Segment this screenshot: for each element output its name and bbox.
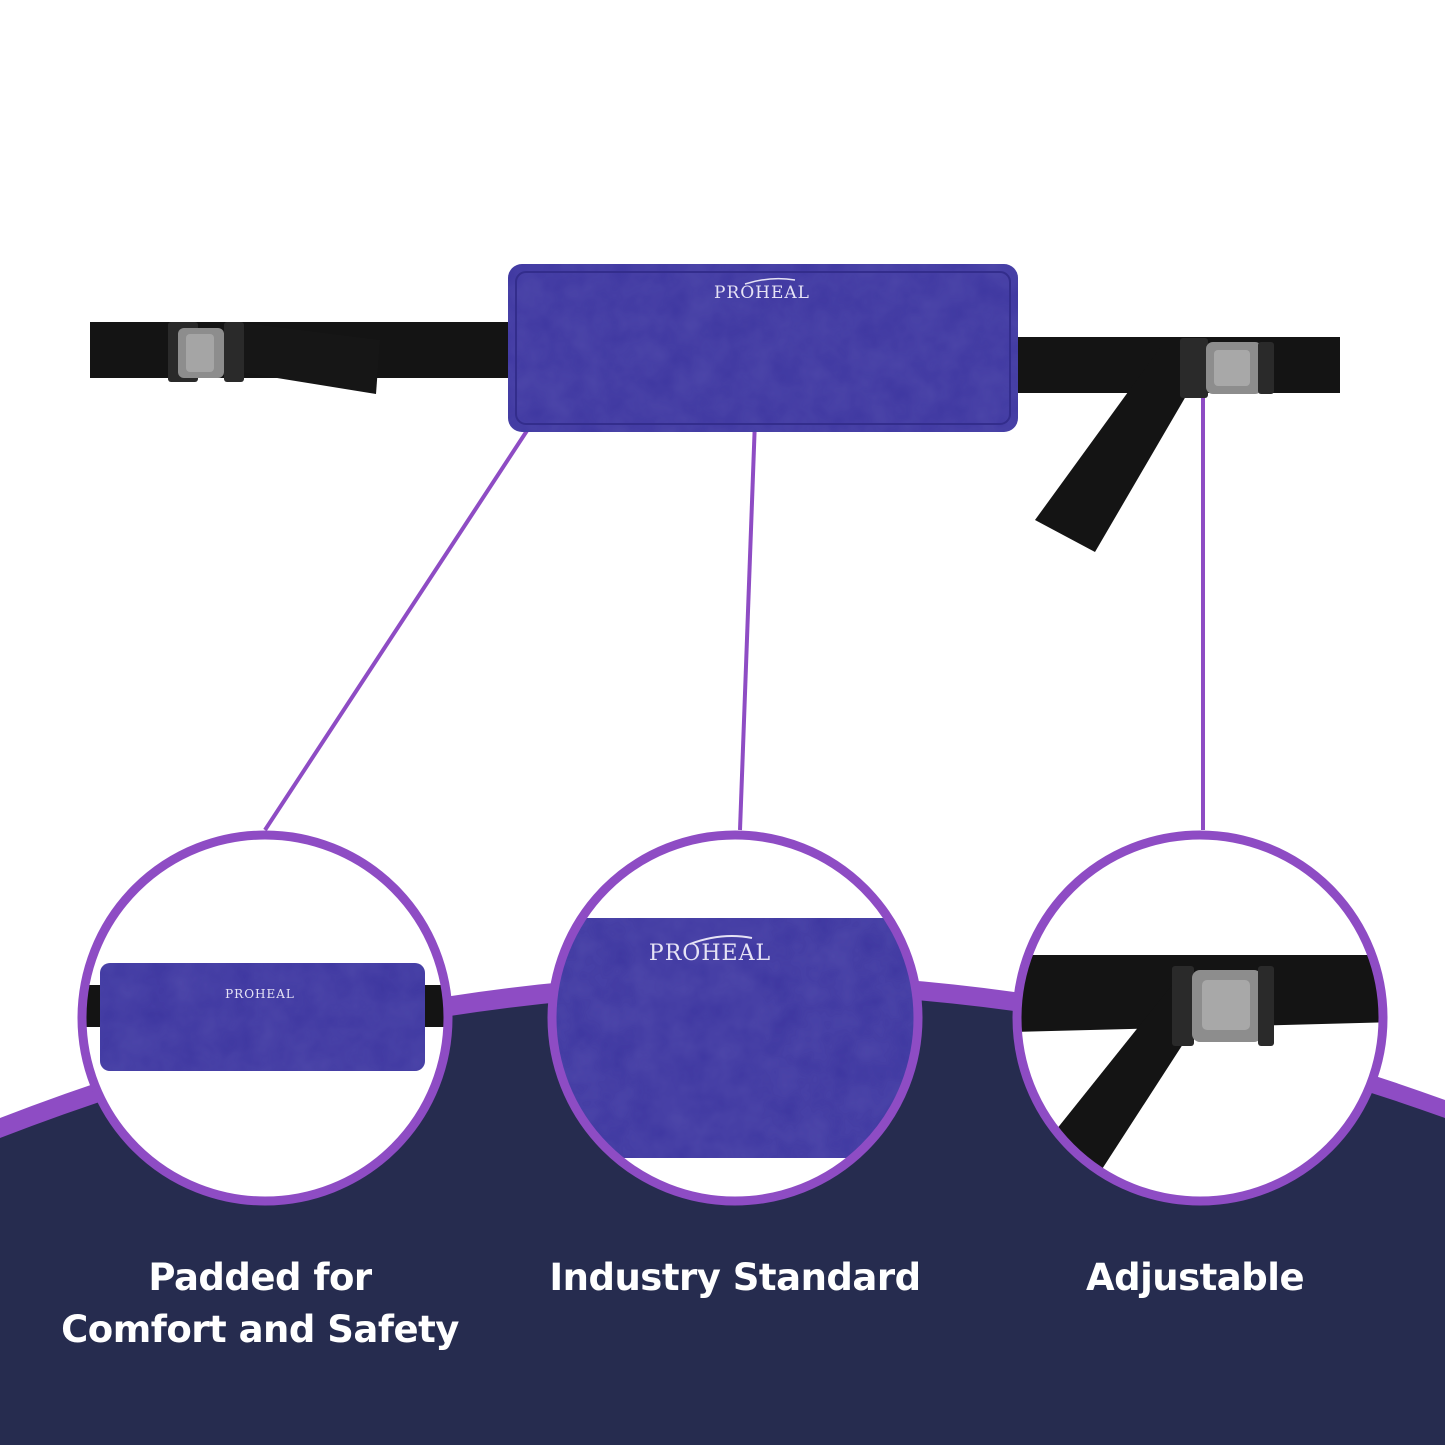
- feature-label-standard: Industry Standard: [515, 1252, 955, 1304]
- detail-padded: PROHEAL: [82, 835, 448, 1201]
- feature-label-adjustable: Adjustable: [995, 1252, 1395, 1304]
- detail-circle-padded: [77, 830, 453, 1206]
- feature-padded-line2: Comfort and Safety: [61, 1308, 459, 1351]
- detail-circle-standard: [547, 830, 923, 1206]
- feature-label-padded: Padded for Comfort and Safety: [40, 1252, 480, 1356]
- belt-product: PROHEAL: [90, 264, 1340, 552]
- left-strap-tail: [240, 323, 380, 394]
- feature-adjustable-line1: Adjustable: [1085, 1256, 1305, 1299]
- feature-standard-line1: Industry Standard: [549, 1256, 921, 1299]
- right-buckle: [1180, 338, 1274, 398]
- left-buckle: [168, 322, 244, 382]
- padded-logo: PROHEAL: [225, 987, 295, 1001]
- detail-standard: PROHEAL: [552, 835, 918, 1201]
- callout-line-padded: [263, 386, 557, 832]
- right-strap-tail: [1035, 348, 1200, 552]
- detail-adjustable: [1017, 835, 1383, 1201]
- feature-padded-line1: Padded for: [148, 1256, 372, 1299]
- belt-logo: PROHEAL: [714, 283, 810, 303]
- detail-circle-adjustable: [1012, 830, 1388, 1206]
- standard-logo: PROHEAL: [649, 941, 771, 966]
